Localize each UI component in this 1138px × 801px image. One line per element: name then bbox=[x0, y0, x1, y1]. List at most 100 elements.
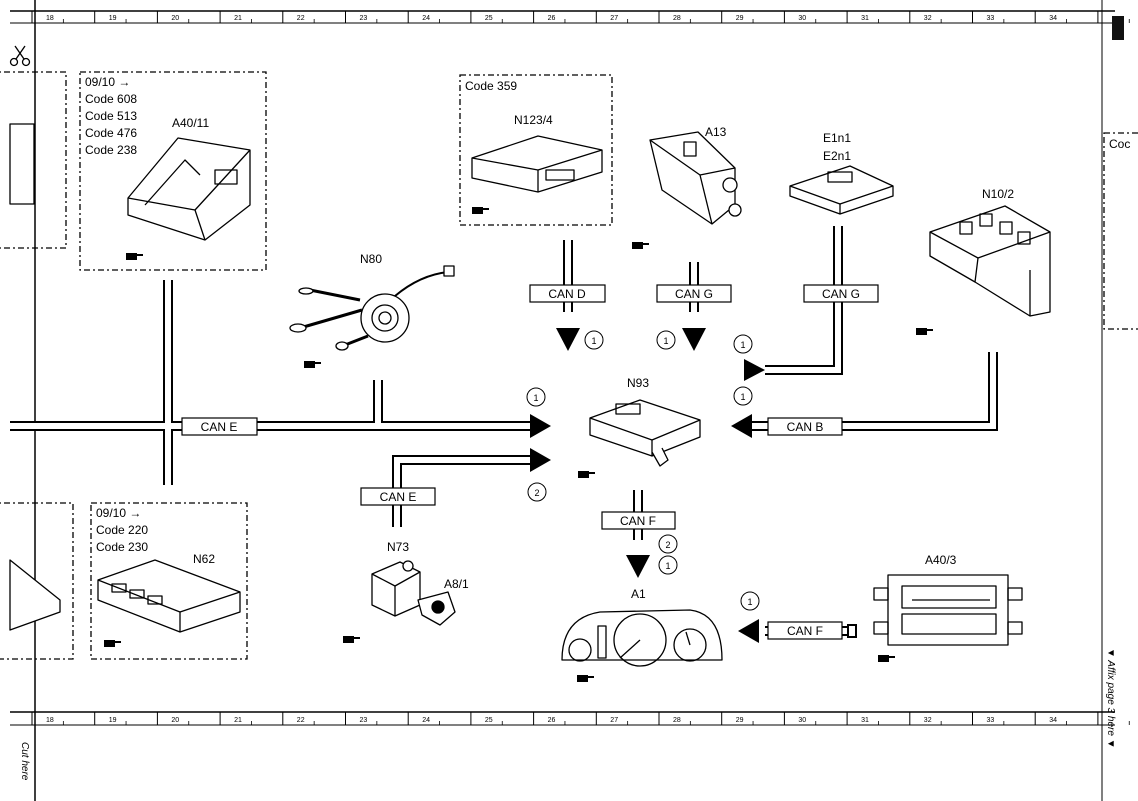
callout-circle bbox=[527, 482, 547, 502]
option-box-left-lower bbox=[0, 502, 74, 660]
pointing-hand-icon bbox=[126, 253, 143, 260]
label-n62: N62 bbox=[193, 552, 215, 566]
ruler-number: 32 bbox=[924, 717, 932, 724]
callout-number: 2 bbox=[534, 488, 539, 498]
option-box-left-upper bbox=[0, 71, 67, 249]
component-n62-drawing bbox=[97, 559, 241, 633]
can-e-label-2: CAN E bbox=[380, 490, 417, 504]
ruler-number: 27 bbox=[610, 15, 618, 22]
can-b-label: CAN B bbox=[787, 420, 824, 434]
box-n1234-line: Code 359 bbox=[465, 79, 517, 93]
can-e-label: CAN E bbox=[201, 420, 238, 434]
component-a403-drawing bbox=[873, 574, 1023, 646]
callout-circle bbox=[733, 334, 753, 354]
can-d-label-box bbox=[529, 284, 606, 303]
label-a81: A8/1 bbox=[444, 577, 469, 591]
component-n102-drawing bbox=[929, 205, 1051, 317]
callout-number: 2 bbox=[665, 540, 670, 550]
scissors-icon bbox=[9, 45, 31, 67]
callout-number: 1 bbox=[740, 392, 745, 402]
ruler-number: 31 bbox=[861, 15, 869, 22]
ruler-number: 31 bbox=[861, 717, 869, 724]
option-box-n62 bbox=[90, 502, 248, 660]
callout-circle bbox=[733, 386, 753, 406]
ruler-number: 25 bbox=[485, 717, 493, 724]
box-right-line: Coc bbox=[1109, 137, 1130, 151]
box-a4011-line: 09/10 → bbox=[85, 75, 130, 89]
callout-circle bbox=[740, 591, 760, 611]
bus-end-cap bbox=[847, 624, 857, 638]
arrowheads bbox=[530, 328, 765, 643]
callout-number: 1 bbox=[665, 561, 670, 571]
ruler-number: 30 bbox=[798, 717, 806, 724]
pointing-hand-icon bbox=[916, 328, 933, 335]
label-a13: A13 bbox=[705, 125, 727, 139]
callout-number: 1 bbox=[533, 393, 538, 403]
can-g-label-box bbox=[656, 284, 732, 303]
ruler-number: 20 bbox=[171, 15, 179, 22]
box-a4011-line: Code 476 bbox=[85, 126, 137, 140]
ruler-number: 23 bbox=[360, 15, 368, 22]
box-n62-line: Code 220 bbox=[96, 523, 148, 537]
pointing-hand-icon bbox=[577, 675, 594, 682]
pointing-hand-icon bbox=[104, 640, 121, 647]
component-n80-drawing bbox=[289, 265, 455, 351]
label-n102: N10/2 bbox=[982, 187, 1014, 201]
ruler-number: 19 bbox=[109, 15, 117, 22]
callout-circle bbox=[658, 534, 678, 554]
label-a403: A40/3 bbox=[925, 553, 957, 567]
label-n1234: N123/4 bbox=[514, 113, 553, 127]
option-box-n1234 bbox=[459, 74, 613, 226]
can-e-label-box bbox=[181, 417, 258, 436]
pointing-hand-icon bbox=[578, 471, 595, 478]
affix-page-text: ▼ Affix page 3 here ▼ bbox=[1105, 648, 1116, 749]
box-n62-line: 09/10 → bbox=[96, 506, 141, 520]
can-f-label-box bbox=[601, 511, 676, 530]
ruler-number: 19 bbox=[109, 717, 117, 724]
label-a1: A1 bbox=[631, 587, 646, 601]
pointing-hand-icon bbox=[343, 636, 360, 643]
component-a13-drawing bbox=[649, 131, 742, 225]
cut-here-text: Cut here bbox=[19, 742, 30, 781]
label-a4011: A40/11 bbox=[172, 116, 209, 130]
label-e2n1: E2n1 bbox=[823, 149, 851, 163]
box-a4011-line: Code 513 bbox=[85, 109, 137, 123]
ruler-number: 27 bbox=[610, 717, 618, 724]
option-box-right-partial bbox=[1103, 132, 1138, 330]
can-f-label-box-2 bbox=[767, 621, 843, 640]
ruler-number: 32 bbox=[924, 15, 932, 22]
ruler-number: 28 bbox=[673, 15, 681, 22]
component-n1234-drawing bbox=[471, 135, 603, 193]
component-a4011-drawing bbox=[127, 137, 251, 241]
component-left-upper-drawing bbox=[9, 123, 35, 205]
ruler-number: 24 bbox=[422, 717, 430, 724]
label-n93: N93 bbox=[627, 376, 649, 390]
ruler-number: 18 bbox=[46, 15, 54, 22]
ruler-number: 21 bbox=[234, 15, 242, 22]
bus-lines bbox=[10, 226, 998, 636]
can-d-label: CAN D bbox=[548, 287, 586, 301]
option-box-a4011 bbox=[79, 71, 267, 271]
callout-circle bbox=[658, 555, 678, 575]
corner-marker bbox=[1112, 16, 1124, 40]
ruler-number: 34 bbox=[1049, 15, 1057, 22]
ruler-number: 22 bbox=[297, 717, 305, 724]
callout-circle bbox=[584, 330, 604, 350]
label-n73: N73 bbox=[387, 540, 409, 554]
callout-circle bbox=[526, 387, 546, 407]
component-left-lower-drawing bbox=[9, 559, 61, 631]
component-a1-drawing bbox=[561, 609, 723, 667]
label-n80: N80 bbox=[360, 252, 382, 266]
can-f-label-2: CAN F bbox=[787, 624, 823, 638]
ruler-number: 24 bbox=[422, 15, 430, 22]
can-e-label-box-2 bbox=[360, 487, 436, 506]
can-b-label-box bbox=[767, 417, 843, 436]
ruler-number: 34 bbox=[1049, 717, 1057, 724]
callout-number: 1 bbox=[747, 597, 752, 607]
callout-number: 1 bbox=[663, 336, 668, 346]
ruler-number: 29 bbox=[736, 717, 744, 724]
ruler-number: 33 bbox=[987, 717, 995, 724]
